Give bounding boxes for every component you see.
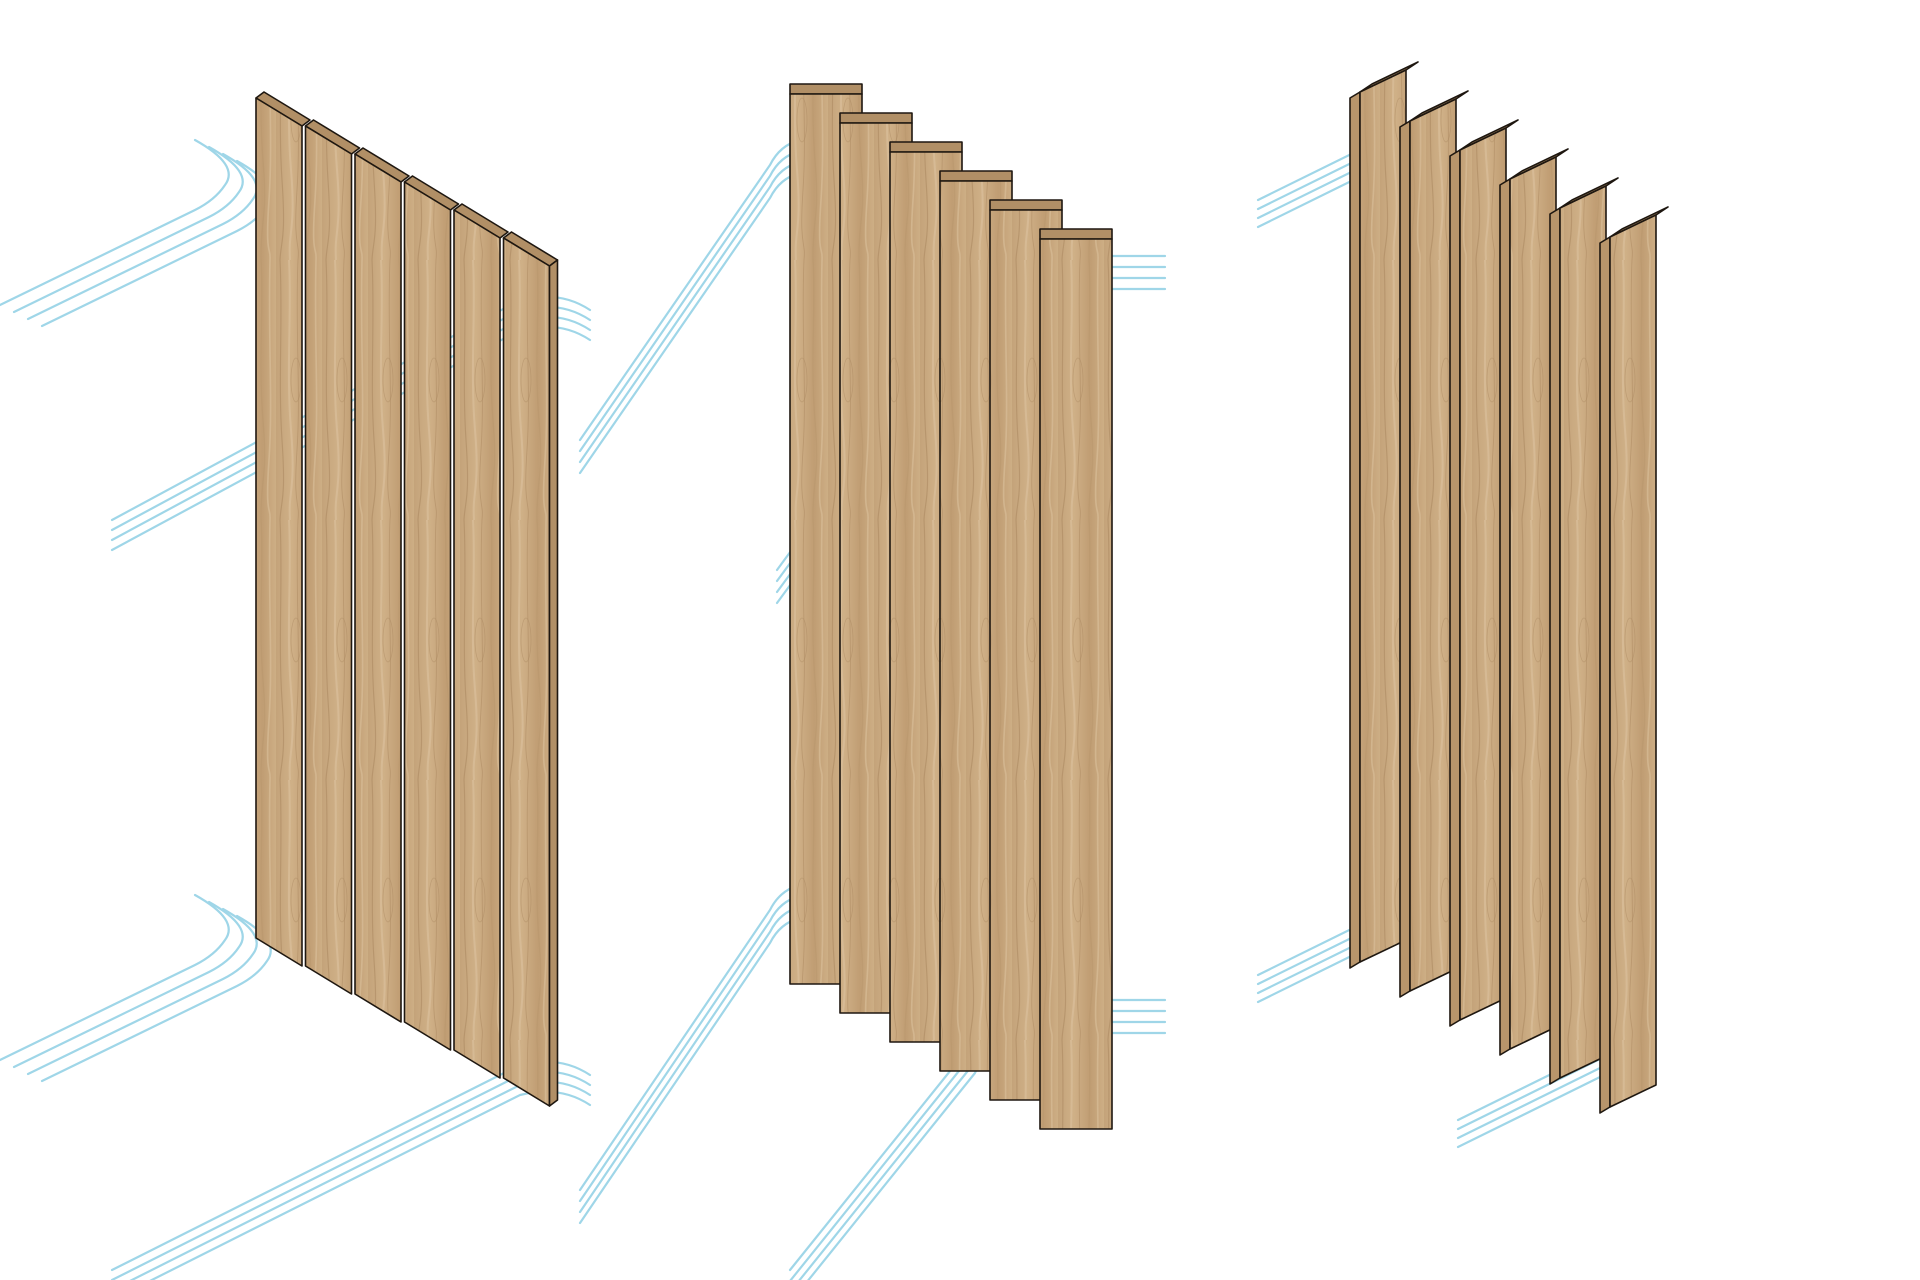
airflow-line	[578, 916, 802, 1225]
board-front-face	[255, 97, 303, 967]
board-front-face	[304, 125, 353, 995]
slat-front-face	[1609, 214, 1657, 1108]
airflow-line	[0, 138, 230, 307]
airflow-line	[578, 171, 802, 475]
airflow-line	[1456, 1075, 1602, 1149]
board-top-face	[939, 170, 1013, 182]
airflow-bundle-p1-top	[0, 138, 272, 328]
airflow-line	[149, 1090, 592, 1280]
slat-5	[1549, 177, 1619, 1085]
airflow-line	[12, 145, 244, 314]
airflow-line	[0, 893, 230, 1062]
airflow-bundle-p1-low	[110, 1060, 592, 1280]
board-side-face	[548, 259, 559, 1107]
slat-front-face	[1459, 127, 1507, 1021]
slat-front-face	[1559, 185, 1607, 1079]
board-4	[403, 175, 460, 1051]
airflow-line	[12, 900, 244, 1069]
board-front-face	[354, 153, 402, 1023]
slat-side-face	[1349, 91, 1361, 969]
slat-3	[1449, 119, 1519, 1027]
wood-boards	[255, 61, 1669, 1130]
airflow-line	[110, 1070, 592, 1280]
slat-side-face	[1549, 207, 1561, 1085]
board-front-face	[403, 181, 452, 1051]
airflow-line	[1456, 1066, 1602, 1140]
panel-offset-stepped-boards	[789, 83, 1113, 1130]
panel-flush-boards	[255, 91, 559, 1107]
board-front-face	[1039, 238, 1113, 1130]
airflow-bundle-p2-top	[578, 138, 802, 475]
airflow-line	[110, 1060, 592, 1272]
panel-separated-rotated-slats	[1349, 61, 1669, 1114]
slat-side-face	[1599, 236, 1611, 1114]
slat-front-face	[1509, 156, 1557, 1050]
slat-front-face	[1409, 98, 1457, 992]
airflow-bundle-p1-bottom	[0, 893, 272, 1083]
board-top-face	[889, 141, 963, 153]
slat-6	[1599, 206, 1669, 1114]
slat-side-face	[1499, 178, 1511, 1056]
slat-front-face	[1359, 69, 1407, 963]
slat-side-face	[1449, 149, 1461, 1027]
airflow-bundle-p2-low	[578, 883, 802, 1225]
board-1	[255, 91, 311, 967]
board-front-face	[502, 237, 551, 1107]
slat-side-face	[1399, 120, 1411, 998]
slat-1	[1349, 61, 1419, 969]
board-front-face	[453, 209, 501, 1079]
board-6	[502, 231, 559, 1107]
board-top-face	[839, 112, 913, 124]
board-top-face	[789, 83, 863, 95]
board-6	[1039, 228, 1113, 1130]
board-2	[304, 119, 361, 995]
slat-2	[1399, 90, 1469, 998]
board-3	[354, 147, 410, 1023]
slat-4	[1499, 148, 1569, 1056]
airflow-line	[26, 907, 258, 1076]
airflow-line	[26, 152, 258, 321]
board-top-face	[1039, 228, 1113, 240]
board-top-face	[989, 199, 1063, 211]
board-5	[453, 203, 509, 1079]
